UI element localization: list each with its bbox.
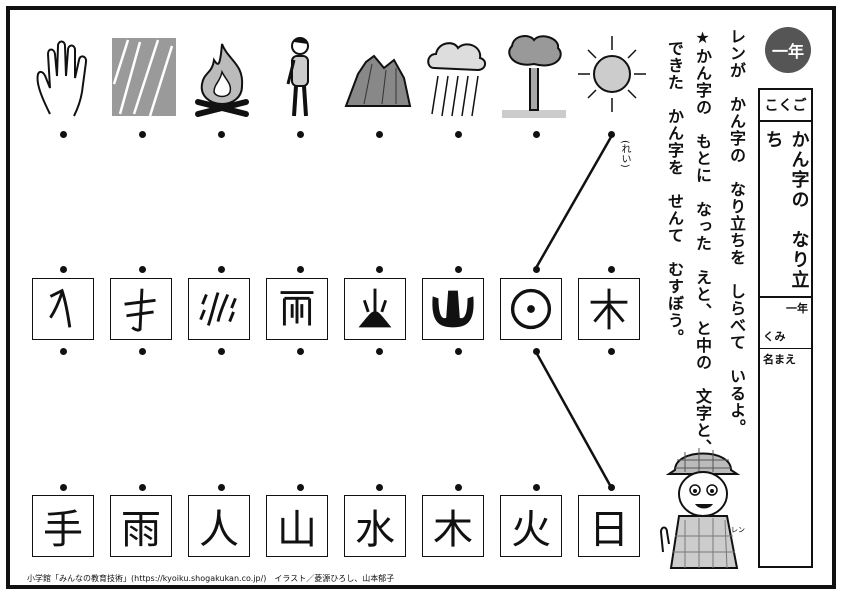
- kanji-box: 人: [188, 495, 250, 557]
- glyph-dot-bottom[interactable]: [60, 348, 67, 355]
- picture-dot[interactable]: [218, 131, 225, 138]
- glyph-dot-top[interactable]: [455, 266, 462, 273]
- kanji-box: 木: [422, 495, 484, 557]
- kanji-dot[interactable]: [218, 484, 225, 491]
- kanji-dot[interactable]: [60, 484, 67, 491]
- glyph-dot-top[interactable]: [533, 266, 540, 273]
- kanji-dot[interactable]: [139, 484, 146, 491]
- glyph-tree-icon: [578, 278, 640, 340]
- title-panel: こくご かん字の なり立ち 一年 くみ 名まえ: [758, 88, 813, 568]
- rain-streaks-icon: [110, 34, 178, 120]
- glyph-dot-bottom[interactable]: [297, 348, 304, 355]
- picture-dot[interactable]: [60, 131, 67, 138]
- glyph-water-icon: [188, 278, 250, 340]
- glyph-dot-bottom[interactable]: [608, 348, 615, 355]
- sun-icon: [578, 34, 646, 120]
- worksheet-title: かん字の なり立ち: [760, 122, 811, 298]
- glyph-dot-top[interactable]: [297, 266, 304, 273]
- kanji-dot[interactable]: [608, 484, 615, 491]
- kanji-box: 雨: [110, 495, 172, 557]
- character-ren-illustration: レン: [655, 440, 750, 570]
- glyph-dot-top[interactable]: [218, 266, 225, 273]
- grade-badge: 一年: [765, 27, 811, 73]
- instruction-line-2: ★かん字の もとに なった えと、と中の 文字と、: [693, 28, 712, 456]
- picture-dot[interactable]: [455, 131, 462, 138]
- picture-dot[interactable]: [139, 131, 146, 138]
- character-name: レン: [731, 526, 745, 534]
- kanji-dot[interactable]: [376, 484, 383, 491]
- subject-label: こくご: [760, 90, 811, 122]
- mountain-icon: [344, 34, 412, 120]
- kanji-box: 日: [578, 495, 640, 557]
- fire-icon: [188, 34, 256, 120]
- glyph-dot-bottom[interactable]: [139, 348, 146, 355]
- picture-dot[interactable]: [533, 131, 540, 138]
- glyph-person-icon: [32, 278, 94, 340]
- glyph-dot-bottom[interactable]: [218, 348, 225, 355]
- glyph-dot-bottom[interactable]: [455, 348, 462, 355]
- picture-dot[interactable]: [297, 131, 304, 138]
- credit-line: 小学館「みんなの教育技術」(https://kyoiku.shogakukan.…: [27, 574, 395, 583]
- glyph-dot-top[interactable]: [608, 266, 615, 273]
- kanji-box: 水: [344, 495, 406, 557]
- kanji-box: 山: [266, 495, 328, 557]
- kanji-box: 火: [500, 495, 562, 557]
- glyph-mountain-icon: [422, 278, 484, 340]
- name-field[interactable]: 名まえ: [760, 348, 811, 369]
- glyph-dot-top[interactable]: [60, 266, 67, 273]
- kanji-dot[interactable]: [297, 484, 304, 491]
- glyph-dot-top[interactable]: [376, 266, 383, 273]
- tree-icon: [500, 34, 568, 120]
- person-icon: [266, 34, 334, 120]
- worksheet-title-text: かん字の なり立ち: [762, 130, 810, 290]
- glyph-dot-top[interactable]: [139, 266, 146, 273]
- glyph-rain-icon: [266, 278, 328, 340]
- glyph-dot-bottom[interactable]: [533, 348, 540, 355]
- grade-field: 一年: [786, 302, 808, 315]
- worksheet-frame: [6, 6, 836, 589]
- instruction-line-1: レンが かん字の なり立ちを しらべて いるよ。: [727, 28, 746, 436]
- rain-cloud-icon: [422, 34, 490, 120]
- glyph-fire-icon: [344, 278, 406, 340]
- picture-dot[interactable]: [376, 131, 383, 138]
- picture-dot[interactable]: [608, 131, 615, 138]
- hand-icon: [30, 34, 98, 120]
- kanji-dot[interactable]: [533, 484, 540, 491]
- kanji-dot[interactable]: [455, 484, 462, 491]
- glyph-sun-icon: [500, 278, 562, 340]
- example-label: (れい): [619, 140, 630, 168]
- instruction-line-3: できた かん字を せんて むすぼう。: [665, 40, 684, 346]
- kanji-box: 手: [32, 495, 94, 557]
- class-field[interactable]: くみ: [763, 330, 786, 343]
- glyph-dot-bottom[interactable]: [376, 348, 383, 355]
- glyph-hand-icon: [110, 278, 172, 340]
